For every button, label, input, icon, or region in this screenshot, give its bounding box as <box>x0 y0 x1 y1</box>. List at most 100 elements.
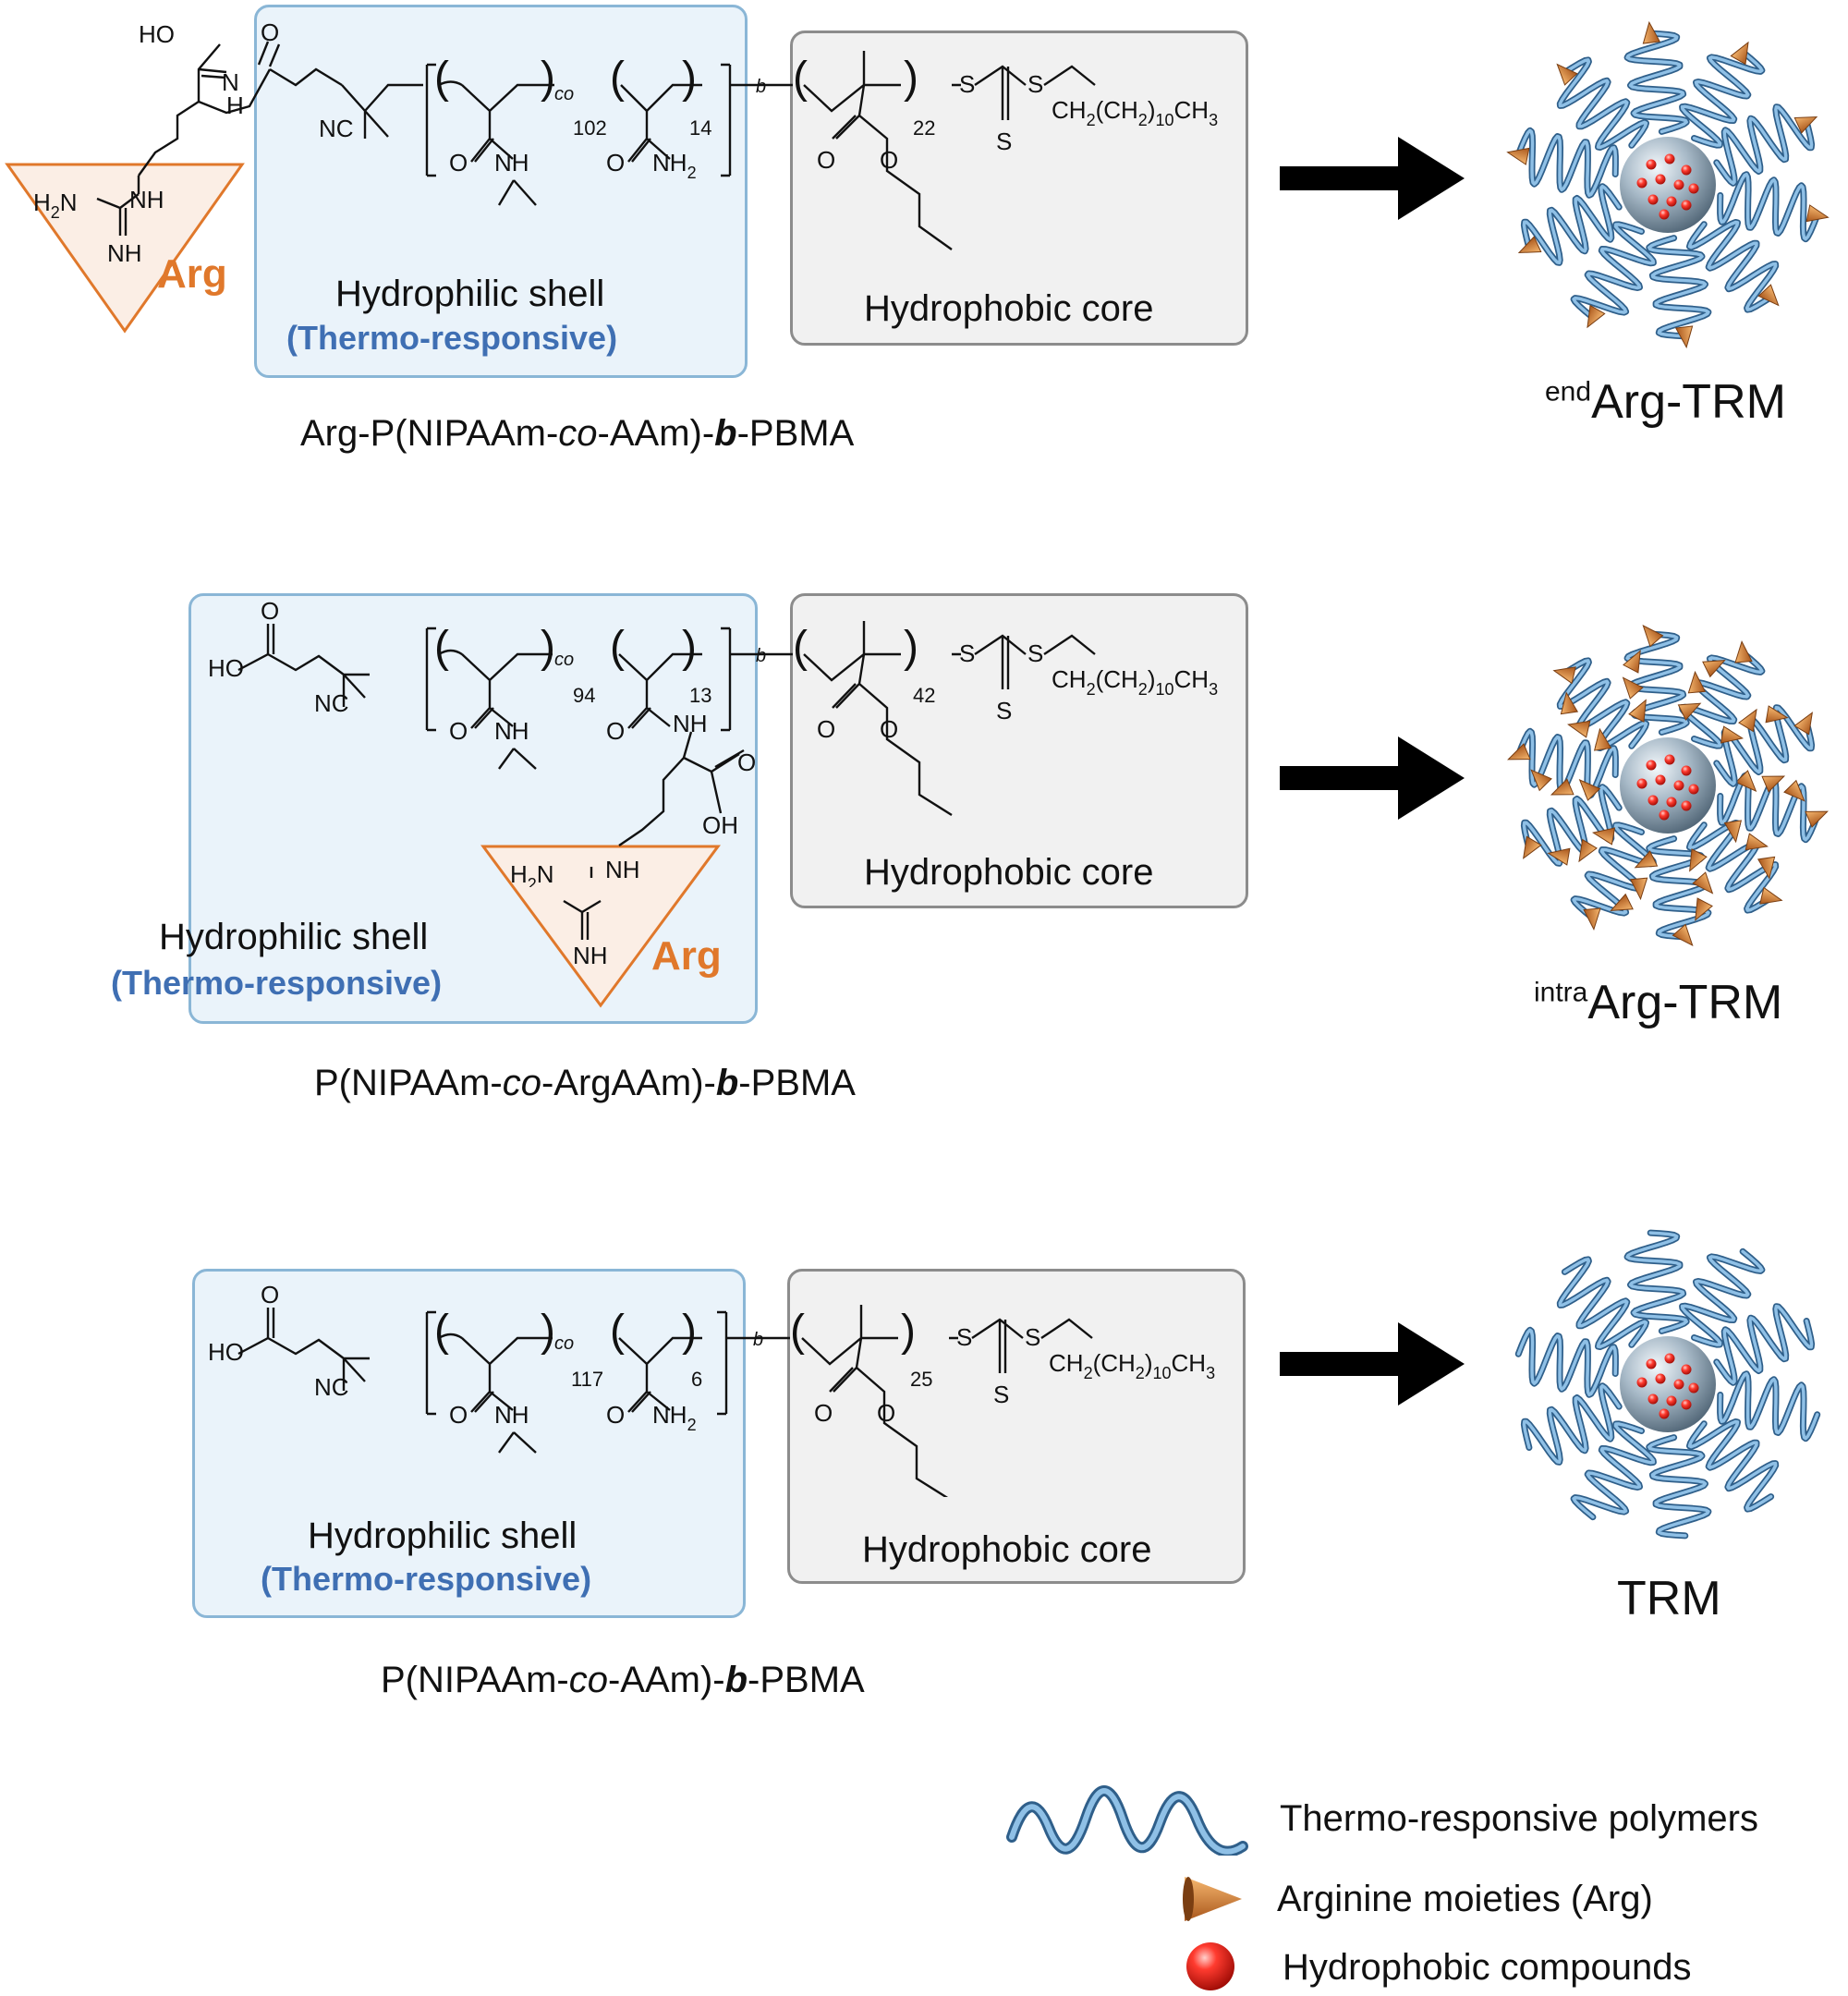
name-part: b <box>714 413 737 454</box>
chem-label: ( <box>434 623 449 672</box>
chem-label: O <box>817 146 835 174</box>
chem-label: b <box>753 1330 763 1350</box>
hydrophobic-compound <box>1666 797 1677 808</box>
chem-label: O <box>737 748 756 776</box>
shell-label-1: Hydrophilic shell <box>335 274 605 314</box>
legend-arginine-label: Arginine moieties (Arg) <box>1277 1879 1653 1919</box>
micelle-name-3: TRM <box>1617 1571 1721 1626</box>
chem-label: HO <box>208 1338 244 1366</box>
arginine-cone-icon <box>1677 702 1702 721</box>
hydrophobic-compound <box>1664 754 1675 765</box>
arginine-cone-icon <box>1793 116 1818 134</box>
chem-label: NH <box>573 942 608 966</box>
chem-label: NH <box>673 710 708 737</box>
chem-label: ) <box>904 54 918 103</box>
chem-label: ( <box>610 54 625 103</box>
right-arrow-icon-3 <box>1280 1322 1465 1406</box>
name-part: P(NIPAAm- <box>314 1063 503 1103</box>
arg-label-1: Arg <box>157 251 227 297</box>
polymer-arm <box>1713 103 1816 187</box>
hydrophobic-compound <box>1673 1379 1684 1390</box>
chem-label: 14 <box>689 116 711 140</box>
hydrophobic-compound <box>1681 1364 1692 1375</box>
chem-label: O <box>606 1401 625 1429</box>
shell-sub-label-2: (Thermo-responsive) <box>111 964 443 1002</box>
hydrophobic-compound <box>1681 800 1692 811</box>
end-arg-trm-micelle-icon <box>1506 20 1830 349</box>
chem-label: O <box>877 1399 895 1427</box>
hydrophobic-core-box-1 <box>790 30 1248 346</box>
hydrophobic-compound <box>1673 179 1684 190</box>
chem-label: S <box>956 1323 972 1351</box>
chem-label: O <box>261 18 279 46</box>
hydrophobic-compound <box>1647 795 1659 806</box>
chem-label: 102 <box>573 116 607 140</box>
chem-label: S <box>996 128 1012 155</box>
arginine-cone-icon <box>1622 676 1644 700</box>
chem-label: O <box>817 715 835 743</box>
micelle-name-1: endArg-TRM <box>1545 374 1786 430</box>
hydrophobic-compound <box>1688 183 1699 194</box>
hydrophobic-compound <box>1646 1358 1657 1369</box>
arginine-cone-icon <box>1610 893 1634 911</box>
arginine-cone-icon <box>1805 810 1829 828</box>
polymer-arm <box>1646 235 1712 340</box>
arginine-cone-icon <box>1692 871 1714 895</box>
name-part: -PBMA <box>738 1063 856 1103</box>
chem-label: O <box>606 149 625 176</box>
hydrophobic-compound <box>1655 1373 1666 1384</box>
shell-sub-label-1: (Thermo-responsive) <box>286 319 618 357</box>
chem-label: ) <box>541 54 555 103</box>
name-part: co <box>502 1063 541 1103</box>
arginine-cone-icon <box>1556 63 1578 86</box>
micelle-core <box>1620 137 1716 233</box>
shell-sub-label-3: (Thermo-responsive) <box>261 1560 592 1598</box>
arginine-cone-icon <box>1587 304 1606 329</box>
chem-label: NH2 <box>652 1401 697 1434</box>
chem-label: co <box>554 1333 574 1354</box>
arginine-cone-icon <box>1552 666 1576 685</box>
arginine-cone-icon <box>1759 886 1783 905</box>
chem-label: ) <box>682 1307 697 1356</box>
arginine-cone-icon <box>1765 705 1789 724</box>
hydrophobic-compound <box>1647 194 1659 205</box>
micelle-name-2: intraArg-TRM <box>1534 975 1782 1030</box>
chem-label: b <box>756 77 766 97</box>
chem-label: ( <box>434 54 449 103</box>
arginine-cone-icon <box>1702 660 1726 678</box>
arginine-cone-icon <box>1593 727 1612 751</box>
hydrophobic-compound <box>1664 153 1675 164</box>
hydrophobic-compound <box>1636 778 1647 789</box>
structure-row-3: HO O NC ( ) co 117 O NH ( ) 6 O NH2 b ( … <box>208 1281 1215 1497</box>
shell-label-2: Hydrophilic shell <box>159 917 429 957</box>
chem-label: HO <box>139 20 175 48</box>
guanidine-row-2: NH <box>563 899 608 966</box>
hydrophobic-compound <box>1655 774 1666 785</box>
chem-label: HO <box>208 654 244 682</box>
hydrophobic-core-box-2 <box>790 593 1248 908</box>
hydrophilic-shell-box-3 <box>192 1269 746 1618</box>
shell-label-3: Hydrophilic shell <box>308 1515 578 1556</box>
polymer-name-1: Arg-P(NIPAAm-co-AAm)-b-PBMA <box>300 413 854 455</box>
chem-label: O <box>449 717 468 745</box>
chem-label: NC <box>319 115 354 142</box>
chem-label: ) <box>901 1307 916 1356</box>
chem-label: NH2 <box>652 149 697 182</box>
name-part: co <box>558 413 598 454</box>
hydrophobic-compound <box>1681 200 1692 211</box>
legend-polymer-label: Thermo-responsive polymers <box>1280 1798 1758 1839</box>
hydrophobic-compound <box>1636 1377 1647 1388</box>
chem-label: O <box>449 1401 468 1429</box>
polymer-arm <box>1570 1420 1657 1521</box>
core-label-2: Hydrophobic core <box>864 852 1154 893</box>
chem-label: CH2(CH2)10CH3 <box>1052 665 1218 699</box>
chem-label: S <box>993 1381 1009 1408</box>
hydrophobic-compound <box>1688 1382 1699 1394</box>
chem-label: N <box>222 68 239 96</box>
polymer-arm <box>1679 1248 1766 1348</box>
arginine-cone-icon <box>1583 907 1601 931</box>
arginine-cone-icon <box>1578 779 1601 801</box>
chem-label: NH <box>129 186 164 213</box>
chem-label: NH <box>107 239 142 267</box>
arginine-cone-icon <box>1695 897 1713 921</box>
